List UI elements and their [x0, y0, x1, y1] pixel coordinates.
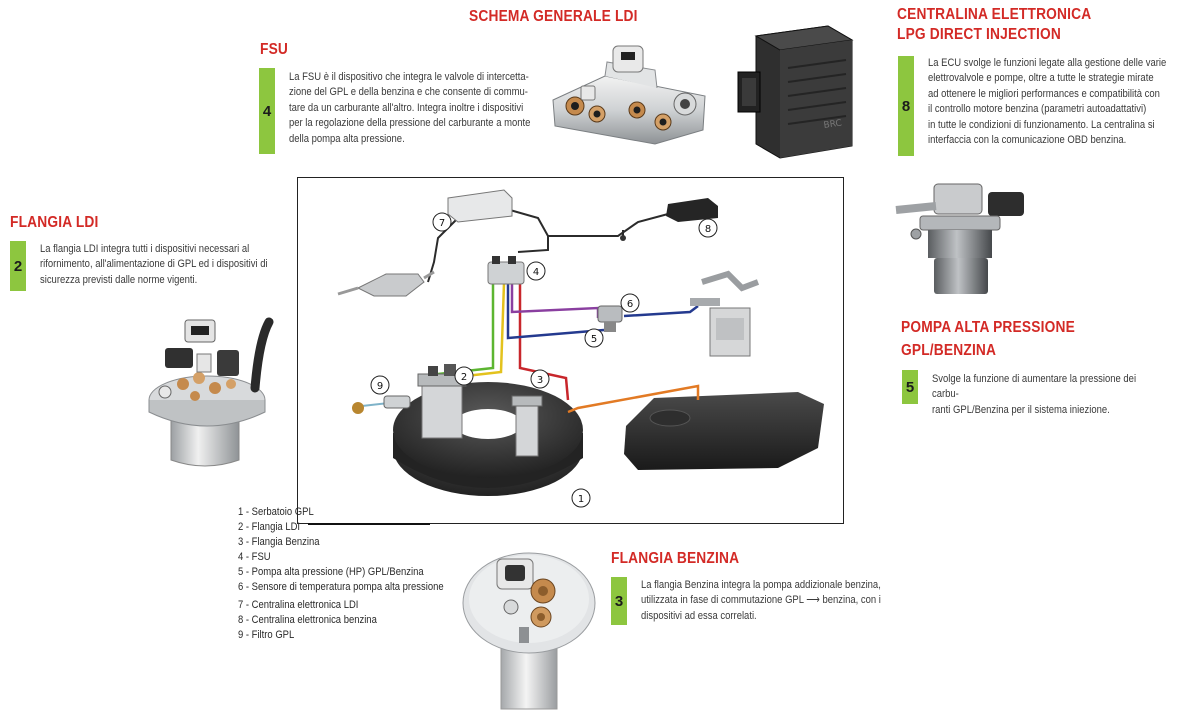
callout-7: 7 [432, 212, 452, 232]
flangia-ldi-number-badge: 2 [10, 241, 26, 291]
engine [690, 270, 760, 357]
ldi-flange-assembly [417, 364, 467, 439]
svg-text:9: 9 [377, 381, 383, 392]
ecu-line: in tutte le condizioni di funzionamento.… [928, 118, 1155, 131]
fsu-line: La FSU è il dispositivo che integra le v… [289, 71, 529, 83]
pompa-number-badge: 5 [902, 370, 918, 404]
pompa-line: ranti GPL/Benzina per il sistema iniezio… [932, 403, 1110, 416]
legend: 1 - Serbatoio GPL 2 - Flangia LDI 3 - Fl… [238, 505, 498, 643]
svg-text:6: 6 [627, 299, 633, 310]
ecu-brand-label: BRC [823, 119, 842, 131]
svg-text:1: 1 [578, 494, 584, 505]
ecu-title-line-2: LPG DIRECT INJECTION [897, 26, 1061, 43]
svg-text:4: 4 [533, 267, 539, 278]
legend-divider [308, 523, 430, 525]
legend-item: 1 - Serbatoio GPL [238, 506, 314, 518]
legend-item: 9 - Filtro GPL [238, 629, 295, 641]
callout-4: 4 [526, 261, 546, 281]
schema-diagram: 1 2 3 4 5 6 7 8 9 [337, 189, 824, 508]
flangia-benzina-number-badge: 3 [611, 577, 627, 625]
ecu-line: il controllo motore benzina (parametri a… [928, 103, 1147, 116]
svg-text:3: 3 [537, 375, 543, 386]
legend-item: 2 - Flangia LDI [238, 521, 301, 533]
ecu-description: La ECU svolge le funzioni legate alla ge… [928, 56, 1186, 148]
flangia-ldi-image [148, 317, 274, 467]
fsu-line: tare da un carburante all'altro. Integra… [289, 101, 524, 114]
fsu-line: della pompa alta pressione. [289, 132, 405, 145]
diagram-title: SCHEMA GENERALE LDI [469, 8, 638, 25]
fsu-number-badge: 4 [259, 68, 275, 154]
hp-pump [597, 305, 623, 332]
ecu-line: La ECU svolge le funzioni legate alla ge… [928, 57, 1167, 69]
callout-8: 8 [698, 218, 718, 238]
callout-6: 6 [620, 293, 640, 313]
pompa-title-line-2: GPL/BENZINA [901, 342, 997, 359]
pompa-image [895, 183, 1024, 294]
legend-item: 8 - Centralina elettronica benzina [238, 614, 377, 626]
fsu-line: zione del GPL e della benzina e che cons… [289, 86, 528, 99]
pompa-line: Svolge la funzione di aumentare la press… [932, 373, 1137, 401]
svg-text:5: 5 [591, 334, 597, 345]
catalyst [337, 270, 435, 297]
flangia-benzina-line: utilizzata in fase di commutazione GPL ⟶… [641, 594, 881, 607]
pompa-title-line-1: POMPA ALTA PRESSIONE [901, 319, 1075, 336]
ecu-ldi-module [447, 189, 513, 223]
ecu-line: elettrovalvole e pompe, oltre a tutte le… [928, 72, 1154, 85]
flangia-ldi-line: La flangia LDI integra tutti i dispositi… [40, 243, 250, 255]
legend-item: 3 - Flangia Benzina [238, 536, 320, 548]
fsu-line: per la regolazione della pressione del c… [289, 117, 531, 130]
flangia-benzina-line: dispositivi ad essa correlati. [641, 609, 757, 622]
flangia-benzina-description: La flangia Benzina integra la pompa addi… [641, 578, 899, 624]
callout-5: 5 [584, 328, 604, 348]
ecu-line: interfaccia con la comunicazione OBD ben… [928, 134, 1127, 147]
flangia-benzina-image [462, 552, 596, 710]
flangia-ldi-line: rifornimento, all'alimentazione di GPL e… [40, 258, 268, 271]
flangia-benzina-title: FLANGIA BENZINA [611, 550, 740, 567]
fsu-module [487, 256, 525, 285]
callout-1: 1 [571, 488, 591, 508]
fsu-title: FSU [260, 41, 289, 58]
ecu-box-image: BRC [737, 25, 854, 159]
legend-item: 7 - Centralina elettronica LDI [238, 599, 359, 611]
ecu-number-badge: 8 [898, 56, 914, 156]
svg-text:8: 8 [705, 224, 711, 235]
ecu-petrol-module [666, 198, 718, 222]
flangia-benzina-line: La flangia Benzina integra la pompa addi… [641, 579, 881, 591]
svg-text:2: 2 [461, 372, 467, 383]
fsu-description: La FSU è il dispositivo che integra le v… [289, 70, 547, 147]
callout-9: 9 [370, 375, 390, 395]
callout-2: 2 [454, 366, 474, 386]
flangia-ldi-description: La flangia LDI integra tutti i dispositi… [40, 242, 272, 288]
flangia-ldi-line: sicurezza previsti dalle norme vigenti. [40, 273, 198, 286]
callout-3: 3 [530, 369, 550, 389]
fsu-valve-image [552, 45, 706, 145]
pompa-description: Svolge la funzione di aumentare la press… [932, 372, 1164, 418]
legend-item: 5 - Pompa alta pressione (HP) GPL/Benzin… [238, 566, 424, 578]
legend-item: 6 - Sensore di temperatura pompa alta pr… [238, 581, 444, 593]
lpg-filter [352, 395, 411, 414]
legend-item: 4 - FSU [238, 551, 271, 563]
petrol-tank [624, 392, 824, 470]
ecu-line: ad ottenere le migliori performances e c… [928, 87, 1160, 100]
svg-text:7: 7 [439, 218, 445, 229]
ecu-title-line-1: CENTRALINA ELETTRONICA [897, 6, 1092, 23]
petrol-flange-assembly [511, 395, 543, 457]
flangia-ldi-title: FLANGIA LDI [10, 214, 99, 231]
